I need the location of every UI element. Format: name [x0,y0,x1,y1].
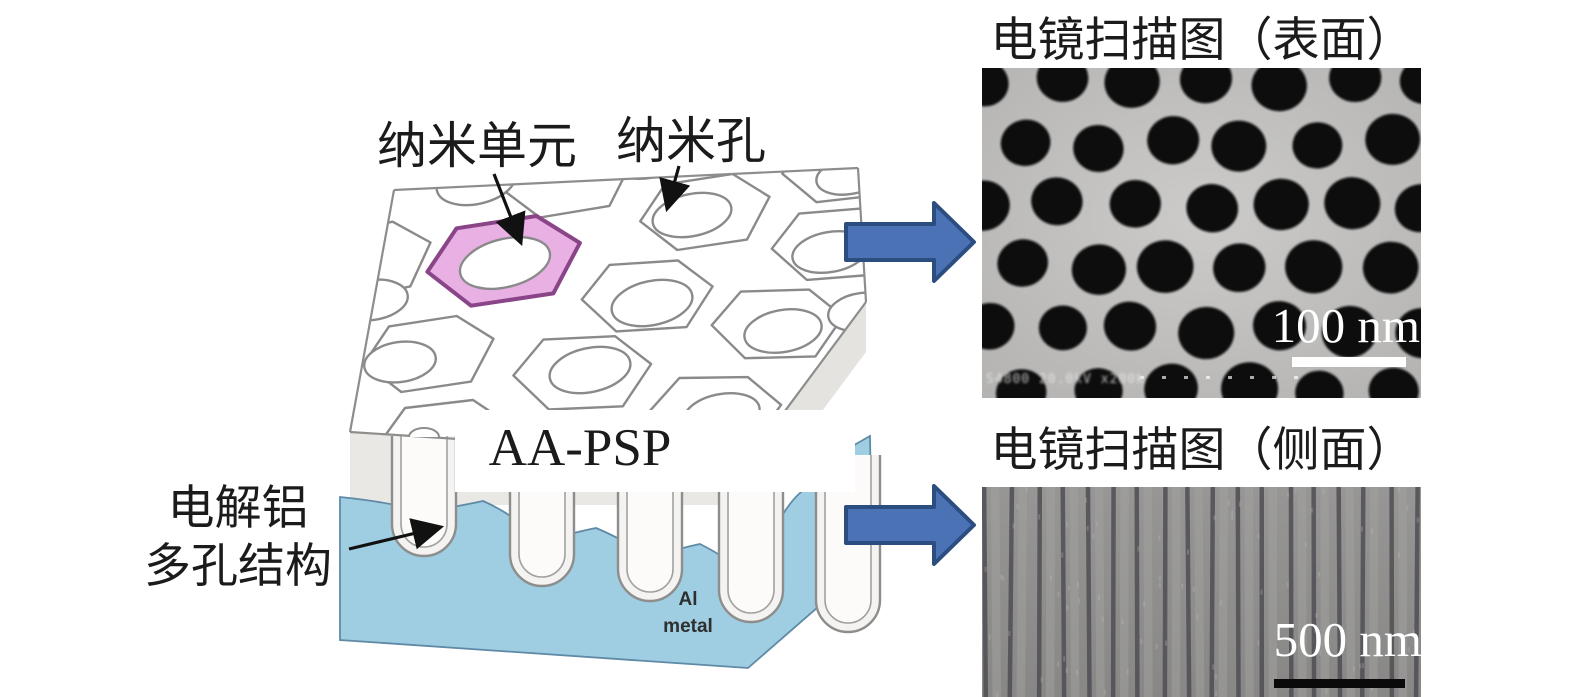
al-metal-label: Al metal [642,586,734,640]
nano-unit-arrow-icon [492,173,526,246]
nano-pore-arrow-icon [659,165,691,213]
nano-unit-label: 纳米单元 [377,118,577,174]
arrow-to-surface-sem-icon [844,201,976,283]
porous-structure-arrow-icon [348,518,445,551]
scale-bar-500nm [1274,679,1405,688]
al-metal-label-line1: Al [678,589,698,610]
aapsp-label: AA-PSP [488,419,672,477]
nano-pore-label: 纳米孔 [616,113,766,169]
scale-label-500nm: 500 nm [1273,612,1422,667]
sem-channel-stripes [982,487,1420,697]
al-metal-label-line2: metal [663,616,713,637]
arrow-to-side-sem-icon [844,484,976,566]
scale-bar-100nm [1292,357,1406,367]
scale-label-100nm: 100 nm [1271,298,1420,353]
sem-surface-title: 电镜扫描图（表面） [990,15,1414,67]
porous-structure-label-line2: 多孔结构 [144,541,332,593]
sem-ruler-dots [1140,376,1298,379]
sem-pore-pattern [982,68,1421,398]
sem-surface-image [982,68,1421,398]
sem-instrument-watermark: S4800 20.0kV x200k [986,372,1145,387]
sem-side-title: 电镜扫描图（侧面） [990,425,1414,477]
aapsp-label-box [455,410,855,492]
porous-structure-label-line1: 电解铝 [167,483,309,535]
sem-side-image [982,487,1421,697]
porous-structure-label: 电解铝 多孔结构 [126,480,350,596]
